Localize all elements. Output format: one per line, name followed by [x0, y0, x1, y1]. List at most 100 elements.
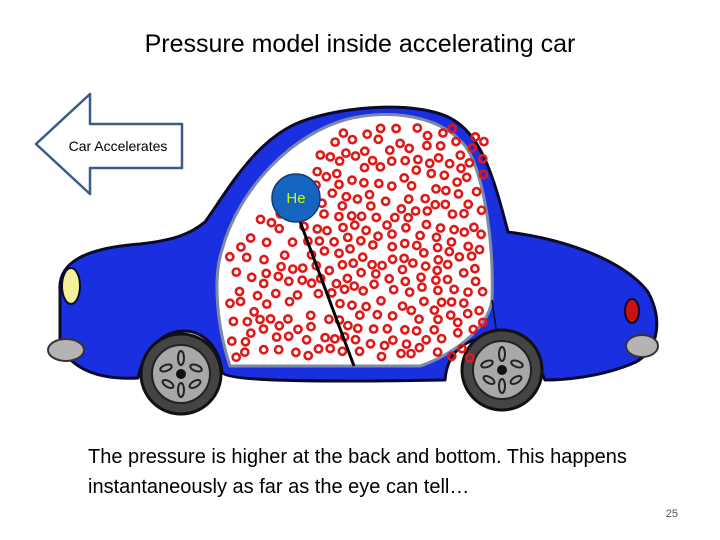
molecule — [432, 347, 443, 357]
molecule — [334, 156, 345, 166]
molecule — [373, 134, 384, 145]
molecule — [313, 288, 324, 299]
molecule — [433, 152, 444, 163]
headlight — [61, 267, 81, 305]
molecule — [306, 321, 316, 332]
molecule — [407, 258, 418, 268]
helium-balloon: He — [271, 173, 321, 223]
molecule — [416, 272, 426, 283]
molecule — [454, 251, 465, 262]
molecule — [228, 316, 239, 327]
molecule — [313, 343, 324, 354]
molecule — [453, 188, 464, 199]
molecule — [249, 306, 259, 317]
molecule — [457, 343, 467, 354]
molecule — [325, 343, 336, 354]
molecule — [319, 246, 330, 256]
molecule — [350, 334, 361, 345]
molecule — [477, 286, 488, 297]
molecule — [347, 134, 358, 145]
molecule — [435, 140, 446, 151]
molecule — [341, 191, 352, 202]
molecule — [315, 150, 326, 160]
molecule — [384, 145, 395, 156]
molecule — [412, 123, 423, 133]
molecule — [432, 242, 443, 253]
molecule — [321, 171, 332, 182]
molecule — [387, 229, 397, 239]
front-bumper — [47, 338, 85, 362]
molecule — [333, 211, 344, 222]
molecule — [404, 143, 415, 154]
molecule — [387, 254, 398, 265]
molecule — [421, 334, 432, 345]
molecule — [369, 279, 379, 290]
molecule — [442, 274, 453, 285]
molecule — [389, 212, 400, 223]
molecule — [452, 317, 463, 328]
slide-number: 25 — [665, 508, 678, 520]
molecule — [459, 227, 470, 238]
molecule — [283, 331, 294, 342]
molecule — [410, 206, 421, 216]
molecule — [399, 172, 410, 183]
molecule — [265, 313, 276, 324]
molecule — [433, 314, 443, 325]
molecule — [342, 232, 353, 243]
slide-caption: The pressure is higher at the back and b… — [88, 446, 627, 498]
molecule — [337, 200, 348, 211]
molecule — [314, 236, 325, 246]
molecule — [477, 153, 488, 164]
acceleration-arrow: Car Accelerates — [34, 92, 184, 196]
molecule — [364, 189, 375, 200]
molecule — [292, 290, 303, 300]
molecule — [474, 305, 484, 316]
molecule — [469, 263, 480, 274]
molecule — [462, 308, 473, 319]
molecule — [424, 158, 435, 169]
molecule — [433, 254, 444, 265]
molecule — [471, 186, 482, 197]
molecule — [226, 336, 237, 347]
molecule — [259, 254, 269, 265]
molecule — [411, 240, 422, 251]
molecule — [234, 286, 245, 297]
molecule — [406, 305, 417, 316]
molecule — [340, 148, 351, 158]
molecule — [261, 268, 272, 279]
molecule — [446, 237, 457, 247]
molecule — [252, 290, 263, 301]
molecule — [411, 325, 422, 336]
molecule — [368, 324, 379, 334]
molecule — [406, 348, 416, 359]
molecule — [367, 240, 378, 250]
molecule — [297, 263, 308, 273]
molecule — [358, 177, 369, 188]
molecule — [420, 193, 431, 204]
molecule — [359, 146, 370, 157]
molecule — [403, 212, 414, 223]
molecule — [431, 232, 442, 243]
molecule — [357, 252, 368, 263]
molecule — [327, 188, 338, 199]
molecule — [382, 220, 392, 230]
molecule — [466, 251, 477, 262]
molecule — [373, 178, 384, 189]
molecule — [271, 332, 282, 342]
molecule — [270, 288, 281, 299]
molecule — [320, 332, 330, 343]
molecule — [370, 268, 381, 279]
molecule — [384, 273, 395, 284]
molecule — [329, 236, 339, 247]
molecule — [387, 335, 398, 345]
molecule — [287, 237, 298, 248]
molecule — [396, 348, 406, 359]
molecule — [372, 309, 383, 320]
molecule — [470, 276, 481, 287]
molecule — [459, 208, 469, 219]
molecule — [399, 253, 409, 264]
molecule — [477, 317, 488, 328]
molecule — [322, 225, 332, 236]
molecule — [440, 185, 451, 196]
molecule — [449, 224, 459, 235]
